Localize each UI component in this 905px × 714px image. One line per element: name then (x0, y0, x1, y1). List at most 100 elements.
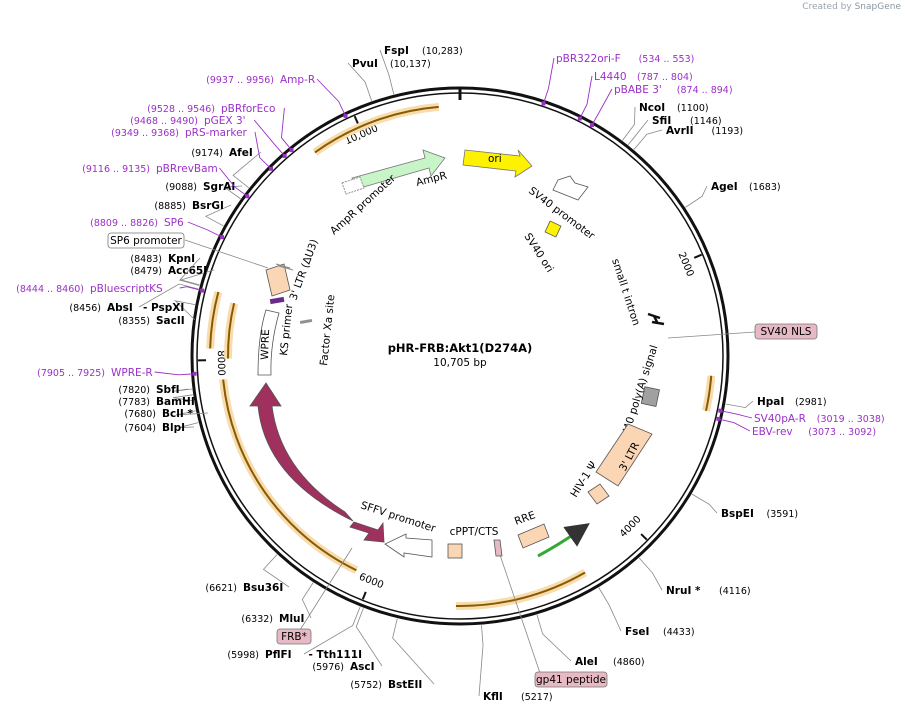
feature-sffv-arrow[interactable] (349, 521, 385, 543)
enzyme-site[interactable]: MluI(6332) (241, 582, 314, 625)
enzyme-site[interactable]: BspEI(3591) (691, 493, 799, 520)
orf-arc-bottom[interactable] (455, 571, 586, 607)
feature-green-arrow[interactable] (537, 523, 590, 558)
primer-marker (589, 123, 594, 128)
enzyme-site[interactable]: FspI(10,283) (379, 45, 463, 95)
feature-small-t-intron[interactable] (647, 312, 665, 326)
enzyme-site[interactable]: PflFI(5998)- Tth111I (227, 606, 362, 661)
enzyme-name: FspI (384, 45, 409, 57)
tick-label: 4000 (618, 514, 644, 540)
enzyme-leader-line (232, 151, 262, 189)
primer-marker (220, 235, 225, 240)
primer-site[interactable]: pRS-marker(9349 .. 9368) (111, 127, 274, 171)
boxed-label-frb[interactable]: FRB* (276, 547, 353, 645)
sp6-promoter-label: SP6 promoter (110, 235, 182, 247)
enzyme-site[interactable]: Acc65I(8479) (130, 265, 215, 286)
boxed-label-sp6-promoter[interactable]: SP6 promoter (107, 232, 269, 269)
feature-sv40-polya[interactable] (640, 386, 660, 407)
enzyme-site[interactable]: SbfI(7820) (118, 384, 193, 396)
feature-sv40-ori[interactable] (544, 220, 562, 238)
enzyme-site[interactable]: FseI(4433) (598, 587, 695, 638)
enzyme-site[interactable]: SgrAI(9088) (165, 181, 243, 200)
primer-position: (8444 .. 8460) (16, 284, 84, 295)
enzyme-site[interactable]: AleI(4860) (536, 614, 645, 668)
feature-ampr[interactable] (351, 149, 446, 189)
gp41-box (534, 671, 608, 688)
enzyme-site[interactable]: AscI(5976) (312, 607, 383, 673)
feature-factor-xa[interactable] (299, 318, 313, 325)
orf-arc-left-long[interactable] (222, 379, 357, 572)
enzyme-site[interactable]: BsrGI(8885) (154, 200, 232, 227)
primer-name: pGEX 3' (204, 115, 246, 127)
feature-ampr-promoter[interactable] (341, 176, 365, 195)
enzyme-site[interactable]: AvrII(1193) (633, 125, 743, 150)
sp6-promoter-box (107, 232, 185, 249)
primer-position: (9528 .. 9546) (147, 104, 215, 115)
enzyme-position: (3591) (767, 509, 799, 520)
enzyme-name: KpnI (168, 253, 195, 265)
feature-sffv-promoter[interactable] (384, 533, 433, 558)
primer-site[interactable]: pBluescriptKS(8444 .. 8460) (16, 283, 205, 295)
feature-cppt-cts[interactable] (447, 543, 463, 559)
primer-site[interactable]: WPRE-R(7905 .. 7925) (37, 367, 197, 379)
primer-site[interactable]: Amp-R(9937 .. 9956) (206, 74, 348, 118)
feature-ks-primer[interactable] (269, 296, 285, 305)
enzyme-site[interactable]: AfeI(9174) (191, 147, 262, 189)
enzyme-site[interactable]: KflI(5217) (478, 625, 553, 703)
enzyme-site[interactable]: AbsI(8456)- PspXI (69, 283, 199, 314)
enzyme-position: (2981) (795, 397, 827, 408)
feature-3-ltr-du3[interactable] (265, 263, 291, 297)
primer-leader-line (718, 418, 751, 432)
boxed-label-gp41[interactable]: gp41 peptide (499, 554, 608, 688)
orf-arc-right[interactable] (704, 375, 713, 412)
enzyme-site[interactable]: HpaI(2981) (725, 396, 827, 409)
enzyme-leader-line (347, 62, 373, 101)
feature-wpre[interactable] (257, 309, 280, 376)
enzyme-site[interactable]: KpnI(8483) (130, 253, 201, 286)
primer-site[interactable]: pBRforEco(9528 .. 9546) (147, 103, 294, 153)
feature-3-ltr[interactable] (595, 423, 653, 487)
enzyme-leader-line (355, 607, 383, 667)
primer-site[interactable]: EBV-rev(3073 .. 3092) (716, 416, 876, 438)
feature-rre[interactable] (517, 523, 550, 549)
primer-position: (9116 .. 9135) (82, 164, 150, 175)
primer-site[interactable]: pBRrevBam(9116 .. 9135) (82, 163, 250, 199)
enzyme-site[interactable]: SfiI(1146) (627, 115, 722, 146)
feature-ori[interactable] (462, 149, 533, 178)
primer-site[interactable]: pBR322ori-F(534 .. 553) (541, 53, 694, 106)
enzyme-site[interactable]: NruI *(4116) (638, 557, 751, 597)
primer-site[interactable]: pBABE 3'(874 .. 894) (589, 84, 733, 128)
orf-arc-left-outer[interactable] (209, 291, 220, 349)
primer-site[interactable]: pGEX 3'(9468 .. 9490) (130, 115, 287, 158)
enzyme-site[interactable]: PvuI(10,137) (347, 58, 431, 101)
feature-akt1[interactable] (249, 382, 354, 522)
enzyme-leader-line (138, 283, 199, 308)
orf-arc-top-left[interactable] (314, 105, 439, 154)
enzyme-site[interactable]: BamHI(7783) (118, 394, 196, 408)
primer-site[interactable]: SP6(8809 .. 8826) (90, 217, 225, 240)
primer-site[interactable]: SV40pA-R(3019 .. 3038) (718, 408, 885, 425)
primer-site[interactable]: L4440(787 .. 804) (577, 71, 693, 121)
enzyme-site[interactable]: Bsu36I(6621) (205, 554, 290, 594)
enzyme-position: (6621) (205, 583, 237, 594)
primer-position: (8809 .. 8826) (90, 218, 158, 229)
primer-labels: pBR322ori-F(534 .. 553)L4440(787 .. 804)… (16, 53, 885, 438)
enzyme-position: (7783) (118, 397, 150, 408)
enzyme-site[interactable]: NcoI(1100) (622, 102, 709, 141)
orf-arc-left-mid[interactable] (227, 302, 236, 359)
enzyme-site[interactable]: SacII(8355) (118, 300, 196, 327)
feature-sv40-promoter[interactable] (552, 175, 589, 201)
boxed-label-sv40-nls[interactable]: SV40 NLS (667, 323, 818, 340)
enzyme-name: MluI (279, 613, 304, 625)
feature-gp41-mark[interactable] (493, 539, 503, 557)
enzyme-site[interactable]: BstEII(5752) (350, 618, 435, 691)
enzyme-site[interactable]: BclI *(7680) (124, 408, 209, 420)
tick-mark (361, 591, 367, 600)
feature-hiv1-psi[interactable] (587, 483, 610, 505)
primer-leader-line (254, 131, 272, 170)
enzyme-site[interactable]: AgeI(1683) (685, 181, 781, 208)
primer-leader-line (316, 78, 346, 117)
enzyme-labels: FspI(10,283)PvuI(10,137) NcoI(1100)SfiI(1… (69, 45, 826, 703)
enzyme-site[interactable]: BlpI(7604) (124, 422, 199, 434)
